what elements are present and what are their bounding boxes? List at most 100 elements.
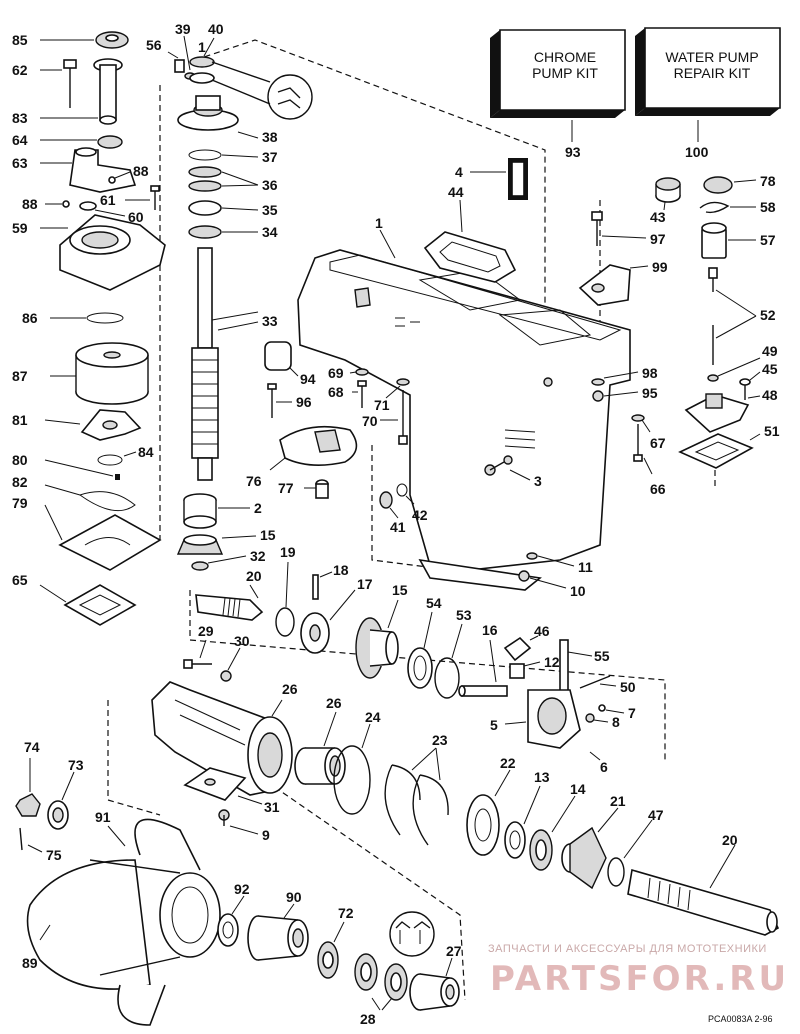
part-21-reverse-gear	[561, 826, 607, 890]
label-15-pinion: 15	[260, 527, 276, 543]
chrome-kit-line1: CHROME	[534, 49, 596, 65]
seal-detail-callout	[211, 61, 313, 120]
part-72-thrust-washer	[317, 941, 339, 979]
label-20-lower: 20	[722, 832, 738, 848]
label-93: 93	[565, 144, 581, 160]
part-43-cap	[655, 177, 681, 203]
part-20-propeller-shaft	[627, 868, 780, 936]
label-52: 52	[760, 307, 776, 323]
label-33: 33	[262, 313, 278, 329]
label-1-housing: 1	[375, 215, 383, 231]
chrome-pump-kit-box: CHROME PUMP KIT	[490, 29, 626, 118]
label-67: 67	[650, 435, 666, 451]
water-pump-kit-line1: WATER PUMP	[665, 49, 758, 65]
label-9: 9	[262, 827, 270, 843]
part-78-grommet	[703, 176, 733, 194]
part-26-bearing-carrier	[151, 681, 293, 796]
part-70-bolt	[398, 390, 408, 445]
part-75-cotter-pin	[19, 827, 23, 851]
part-48-shift-cover	[684, 393, 750, 433]
part-63-housing-tube	[69, 147, 137, 193]
label-26-carrier: 26	[282, 681, 298, 697]
label-15-gear: 15	[392, 582, 408, 598]
part-67-washer	[631, 414, 645, 422]
part-60-pin	[79, 201, 97, 211]
label-42: 42	[412, 507, 428, 523]
part-5-shift-housing	[527, 689, 581, 749]
part-49-oring	[707, 374, 719, 382]
part-90-hub	[247, 915, 309, 961]
part-37-oring	[188, 149, 222, 161]
label-46: 46	[534, 623, 550, 639]
part-89-propeller	[26, 818, 221, 1026]
label-11: 11	[578, 559, 593, 575]
label-83: 83	[12, 110, 28, 126]
label-28: 28	[360, 1011, 376, 1027]
label-76: 76	[246, 473, 262, 489]
label-45: 45	[762, 361, 778, 377]
part-29-bolt	[183, 659, 212, 669]
part-50-pin	[579, 675, 611, 689]
label-61: 61	[100, 192, 116, 208]
label-58: 58	[760, 199, 776, 215]
label-7: 7	[628, 705, 636, 721]
label-88-lower: 88	[22, 196, 38, 212]
label-23: 23	[432, 732, 448, 748]
part-46-detent	[503, 636, 532, 662]
part-82-gasket	[78, 491, 136, 512]
label-48: 48	[762, 387, 778, 403]
label-49: 49	[762, 343, 778, 359]
part-80-key	[115, 474, 120, 480]
chrome-kit-line2: PUMP KIT	[532, 65, 598, 81]
part-61-screw	[150, 185, 160, 210]
part-65-gasket	[63, 584, 137, 626]
part-23-retaining-rings	[384, 764, 449, 846]
part-79-plate	[58, 514, 162, 571]
part-53-washer	[434, 657, 460, 699]
label-84: 84	[138, 444, 154, 460]
part-38-retainer	[177, 95, 239, 131]
part-66-screw	[633, 424, 643, 462]
watermark-brand: PARTSFOR.RU	[490, 959, 789, 999]
part-19-ring	[275, 607, 295, 637]
label-80: 80	[12, 452, 28, 468]
label-96: 96	[296, 394, 312, 410]
label-81: 81	[12, 412, 28, 428]
part-57-bushing	[701, 222, 727, 259]
label-22: 22	[500, 755, 516, 771]
label-26-bearing: 26	[326, 695, 342, 711]
label-43: 43	[650, 209, 666, 225]
label-79: 79	[12, 495, 28, 511]
label-40: 40	[208, 21, 224, 37]
label-6: 6	[600, 759, 608, 775]
part-58-clip	[699, 201, 730, 214]
label-29: 29	[198, 623, 214, 639]
label-92: 92	[234, 881, 250, 897]
label-1-top: 1	[198, 39, 206, 55]
label-57: 57	[760, 232, 776, 248]
part-10-screw	[518, 570, 530, 582]
label-31: 31	[264, 799, 280, 815]
part-86-oring	[86, 312, 124, 324]
part-35-bearing	[188, 200, 222, 216]
label-44: 44	[448, 184, 464, 200]
part-36-seals	[188, 166, 222, 192]
part-62-bolt	[63, 59, 77, 108]
label-63: 63	[12, 155, 28, 171]
part-41-plug	[379, 491, 393, 509]
label-71: 71	[374, 397, 390, 413]
part-44-gasket	[423, 231, 517, 283]
part-96-screw	[267, 383, 277, 418]
part-3-screws	[484, 455, 513, 476]
part-30-nut	[220, 670, 232, 682]
part-59-pump-housing	[59, 214, 166, 291]
label-32: 32	[250, 548, 266, 564]
label-19: 19	[280, 544, 296, 560]
part-99-trim-tab	[578, 264, 631, 306]
label-38: 38	[262, 129, 278, 145]
label-2: 2	[254, 500, 262, 516]
label-68: 68	[328, 384, 344, 400]
part-40-seal-set	[189, 56, 215, 84]
